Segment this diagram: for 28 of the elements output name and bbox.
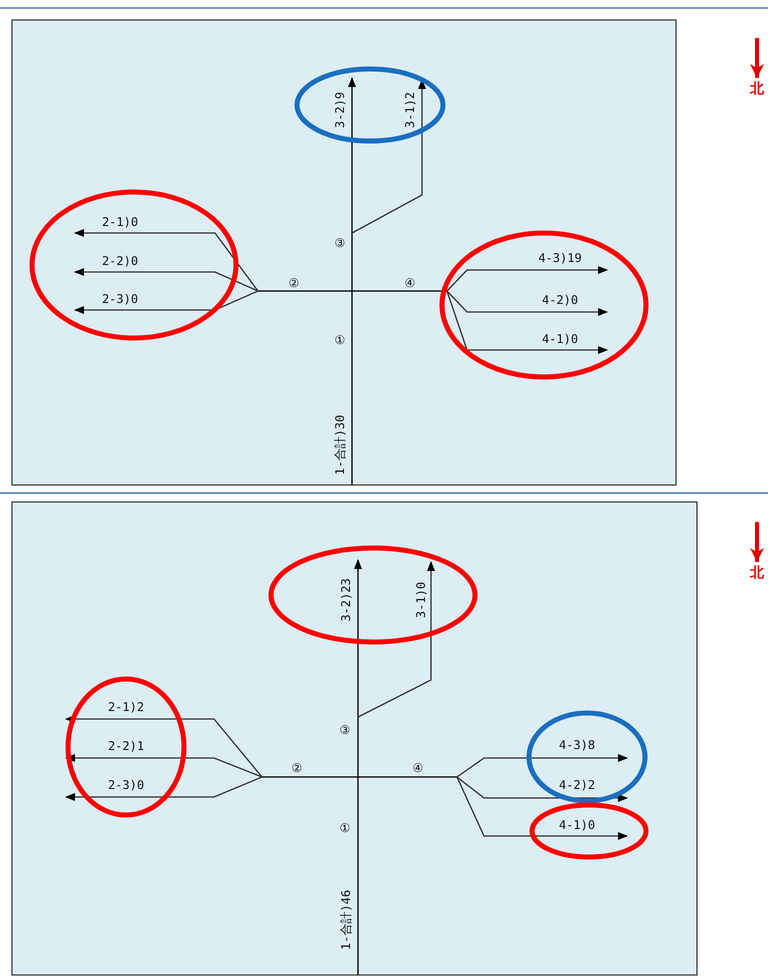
count-label: 1-合計)46 — [339, 890, 353, 950]
count-label: 2-3)0 — [102, 292, 138, 306]
count-label: 1-合計)30 — [333, 414, 347, 476]
count-label: 4-2)0 — [542, 293, 578, 307]
count-label: 4-2)2 — [558, 778, 596, 792]
count-label: 4-3)19 — [538, 251, 582, 265]
approach-number: ① — [340, 821, 350, 835]
approach-number: ③ — [334, 236, 346, 250]
approach-number: ④ — [404, 276, 416, 290]
count-label: 2-1)2 — [108, 700, 144, 714]
approach-number: ② — [292, 761, 302, 775]
count-label: 2-2)0 — [102, 254, 138, 268]
count-label: 4-3)8 — [558, 738, 596, 752]
count-label: 2-3)0 — [108, 778, 144, 792]
count-label: 3-2)23 — [339, 578, 353, 622]
count-label: 3-1)2 — [403, 92, 417, 128]
count-label: 3-1)0 — [414, 582, 428, 618]
approach-number: ④ — [412, 761, 424, 775]
approach-number: ③ — [340, 723, 350, 737]
count-label: 2-2)1 — [108, 739, 144, 753]
direction-label: 北 — [750, 564, 764, 582]
approach-number: ① — [334, 333, 346, 347]
direction-label: 北 — [750, 80, 764, 98]
count-label: 4-1)0 — [558, 818, 596, 832]
count-label: 2-1)0 — [102, 215, 138, 229]
count-label: 4-1)0 — [542, 332, 578, 346]
count-label: 3-2)9 — [333, 92, 347, 128]
approach-number: ② — [288, 276, 300, 290]
